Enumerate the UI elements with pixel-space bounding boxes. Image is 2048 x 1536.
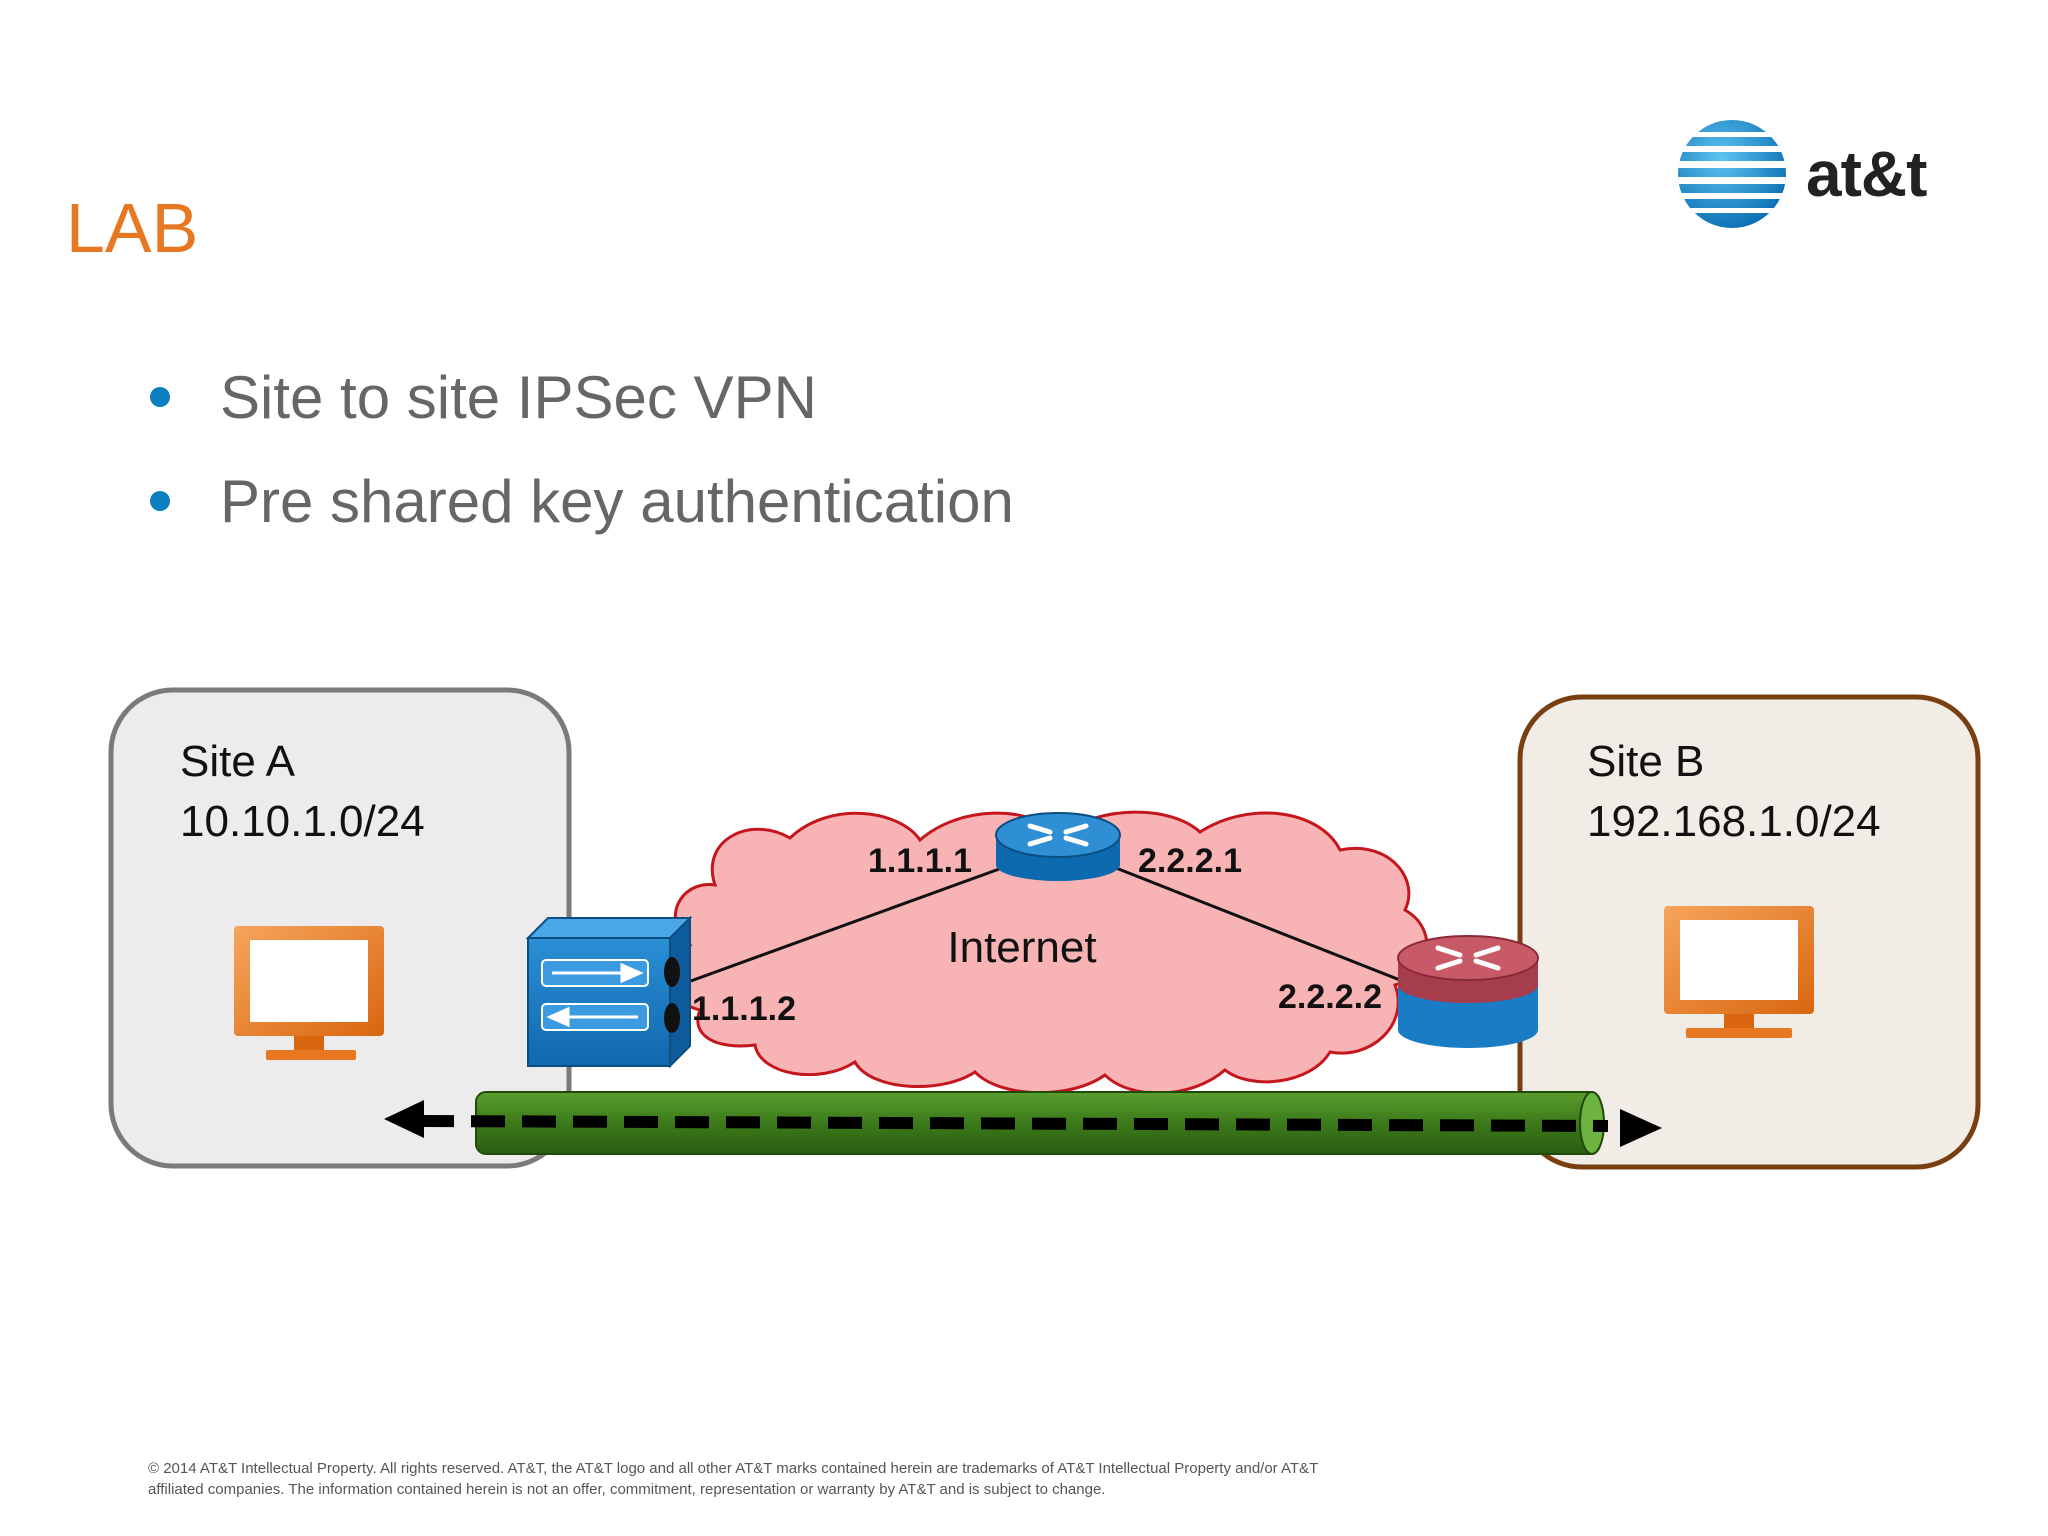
att-logo: at&t (1676, 118, 1927, 230)
bullet-text: Pre shared key authentication (220, 467, 1014, 535)
router-icon (1397, 935, 1539, 1048)
network-links (687, 866, 1401, 984)
att-wordmark: at&t (1806, 138, 1927, 210)
bullet-dot-icon (150, 491, 170, 511)
site-a-name: Site A (180, 737, 296, 786)
tunnel-arrow-left (384, 1100, 424, 1138)
bullet-text: Site to site IPSec VPN (220, 363, 817, 431)
footer-legal: © 2014 AT&T Intellectual Property. All r… (148, 1458, 1448, 1500)
att-globe-icon (1678, 120, 1786, 228)
internet-cloud: Internet (669, 810, 1429, 1095)
link-core-siteb (1115, 866, 1401, 982)
bullet-dot-icon (150, 387, 170, 407)
bullet-list: Site to site IPSec VPN Pre shared key au… (150, 345, 1014, 553)
site-a-box: Site A 10.10.1.0/24 (108, 687, 572, 1169)
router-icon (995, 812, 1121, 881)
ip-site-b-router: 2.2.2.2 (1278, 978, 1382, 1016)
ip-core-left: 1.1.1.1 (868, 842, 972, 880)
footer-line: © 2014 AT&T Intellectual Property. All r… (148, 1460, 1319, 1477)
footer-line: affiliated companies. The information co… (148, 1481, 1106, 1498)
ip-labels: 1.1.1.1 2.2.2.1 1.1.1.2 2.2.2.2 (692, 842, 1382, 1028)
bullet-item: Site to site IPSec VPN (150, 345, 1014, 449)
site-a-subnet: 10.10.1.0/24 (180, 797, 425, 846)
pc-monitor-icon (234, 926, 384, 1060)
vpn-tunnel-icon (384, 1091, 1662, 1155)
cloud-label: Internet (947, 923, 1096, 972)
site-b-name: Site B (1587, 737, 1704, 786)
site-b-box: Site B 192.168.1.0/24 (1517, 694, 1981, 1170)
slide-title: LAB (66, 189, 199, 267)
site-b-subnet: 192.168.1.0/24 (1587, 797, 1881, 846)
ip-core-right: 2.2.2.1 (1138, 842, 1242, 880)
tunnel-arrow-right (1620, 1109, 1662, 1147)
firewall-icon (525, 915, 693, 1069)
pc-monitor-icon (1664, 906, 1814, 1038)
ip-fw-outside: 1.1.1.2 (692, 990, 796, 1028)
bullet-item: Pre shared key authentication (150, 449, 1014, 553)
link-fw-core (687, 866, 1003, 984)
